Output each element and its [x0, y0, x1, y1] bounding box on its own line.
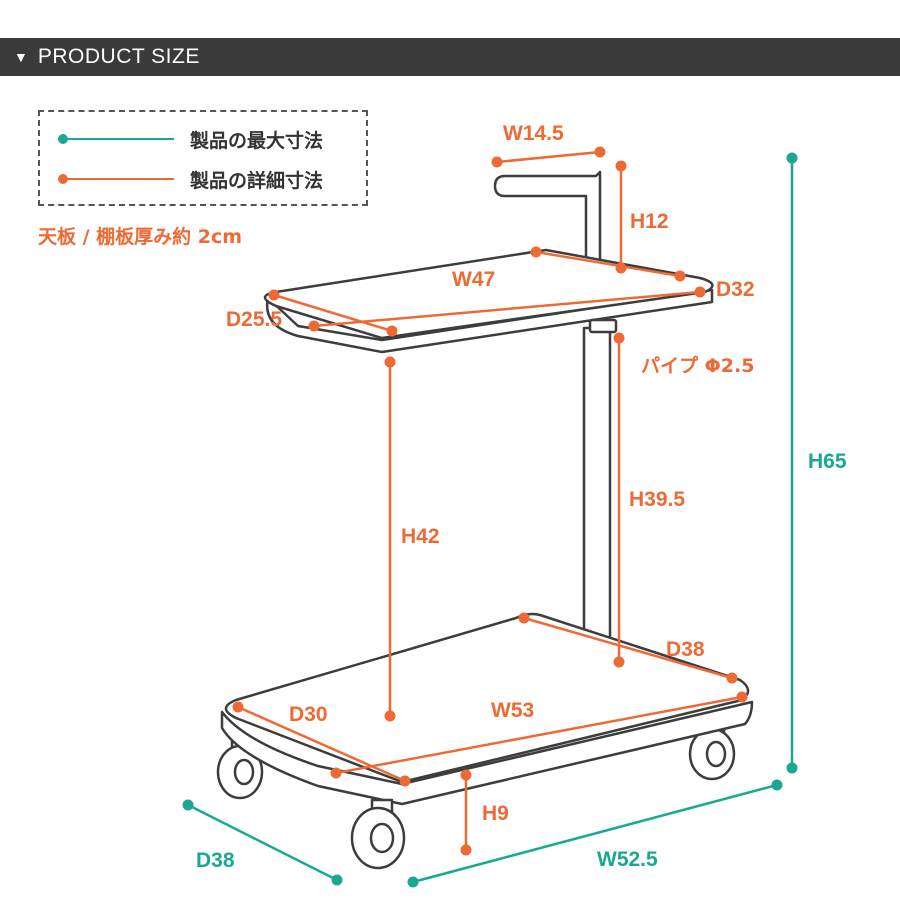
dim-d25-5-end-a [268, 289, 280, 301]
label-top-shelf-height: H42 [401, 525, 440, 548]
dim-h9-end-b [460, 844, 472, 856]
bottom-shelf-side [220, 700, 754, 806]
legend-row-detail: 製品の詳細寸法 [40, 164, 366, 194]
detail-dimension-lines [232, 146, 748, 856]
dim-d38-right-end-a [518, 612, 530, 624]
dim-d38-right-end-b [726, 672, 738, 684]
dim-w53-end-b [736, 691, 748, 703]
dim-w14-5-end-b [594, 146, 606, 158]
dimension-legend: 製品の最大寸法 製品の詳細寸法 [38, 110, 368, 206]
label-handle-height: H12 [630, 210, 669, 233]
legend-max-label: 製品の最大寸法 [190, 129, 324, 152]
legend-orange-dot-icon [58, 174, 68, 184]
label-pipe: パイプ Φ2.5 [641, 354, 754, 377]
dim-h42-end-a [384, 356, 396, 368]
label-bottom-width: W53 [491, 699, 534, 722]
dim-w53-end-a [330, 767, 342, 779]
triangle-down-icon: ▼ [14, 49, 28, 65]
dim-d38-overall-end-b [331, 874, 343, 886]
legend-orange-line [62, 178, 174, 180]
legend-teal-dot-icon [58, 134, 68, 144]
cart-drawing [216, 170, 754, 870]
dim-h9-end-a [460, 769, 472, 781]
dim-h42-end-b [384, 710, 396, 722]
pole [582, 326, 612, 672]
legend-teal-line [62, 138, 174, 140]
label-overall-height: H65 [808, 450, 847, 473]
section-title: PRODUCT SIZE [37, 45, 200, 68]
thickness-note: 天板 / 棚板厚み約 2cm [38, 226, 243, 248]
dim-w52-5-end-a [407, 876, 419, 888]
dim-w47-end-b [694, 286, 706, 298]
dim-d25-5-end-b [386, 325, 398, 337]
label-pole-height: H39.5 [629, 488, 685, 511]
dim-h39-5-end-b [613, 656, 625, 668]
label-top-width: W47 [452, 268, 495, 291]
label-overall-width: W52.5 [597, 848, 658, 871]
dim-w52-5-end-b [771, 779, 783, 791]
label-bottom-depth-right: D38 [666, 638, 705, 661]
section-header: ▼ PRODUCT SIZE [0, 38, 900, 76]
dim-w47-end-a [308, 320, 320, 332]
legend-row-max: 製品の最大寸法 [40, 124, 366, 154]
handle [493, 170, 602, 270]
label-clearance-height: H9 [482, 802, 509, 825]
caster-front [350, 798, 406, 870]
max-dimension-lines [182, 152, 798, 888]
label-overall-depth: D38 [196, 849, 235, 872]
label-bottom-depth-left: D30 [289, 703, 328, 726]
dim-h65-end-a [786, 152, 798, 164]
label-top-depth-left: D25.5 [226, 308, 282, 331]
label-top-depth-right: D32 [716, 278, 755, 301]
legend-detail-label: 製品の詳細寸法 [190, 169, 324, 192]
dim-d38-overall-end-a [182, 799, 194, 811]
pole-collar [588, 318, 618, 334]
dim-d30-end-a [232, 701, 244, 713]
dim-h12-end-a [615, 160, 627, 172]
dimension-labels: W14.5 H12 W47 D32 D25.5 パイプ Φ2.5 H39.5 H… [196, 122, 847, 872]
dim-w14-5-end-a [491, 156, 503, 168]
dim-d32-end-a [530, 246, 542, 258]
dim-d32-end-b [674, 270, 686, 282]
dim-h65-end-b [786, 762, 798, 774]
label-handle-width: W14.5 [503, 122, 564, 145]
dim-d30-end-b [399, 775, 411, 787]
dim-h39-5-end-a [613, 332, 625, 344]
